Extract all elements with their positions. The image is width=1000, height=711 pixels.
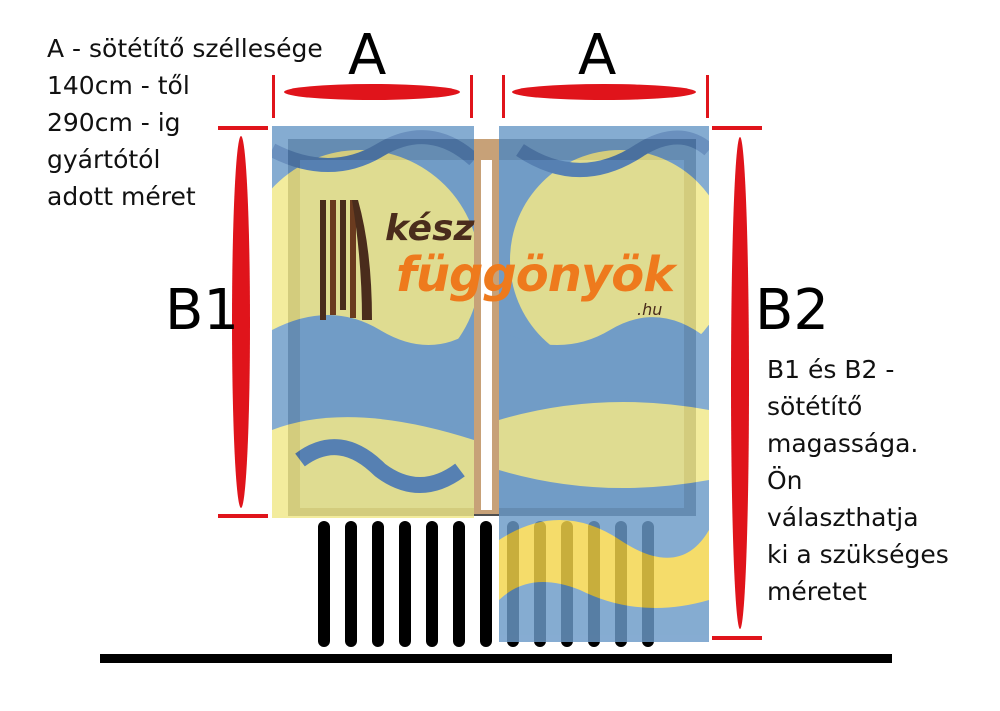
logo-word-kesz: kész xyxy=(385,208,475,249)
curtain-right xyxy=(499,126,709,642)
floor-line xyxy=(100,654,892,663)
height-note: B1 és B2 - sötétítő magassága. Ön válasz… xyxy=(767,355,949,606)
label-b1: B1 xyxy=(165,278,240,343)
label-b2: B2 xyxy=(755,278,830,343)
dimension-b-markers xyxy=(218,126,762,640)
width-note: A - sötétítő széllesége 140cm - től 290c… xyxy=(47,34,323,211)
label-a-right: A xyxy=(578,23,617,88)
dimension-a-markers xyxy=(272,75,709,118)
label-a-left: A xyxy=(348,23,387,88)
logo-word-fuggonyok: függönyök xyxy=(396,247,675,303)
logo-domain: .hu xyxy=(637,300,663,319)
logo-curtain-mark xyxy=(320,200,372,320)
